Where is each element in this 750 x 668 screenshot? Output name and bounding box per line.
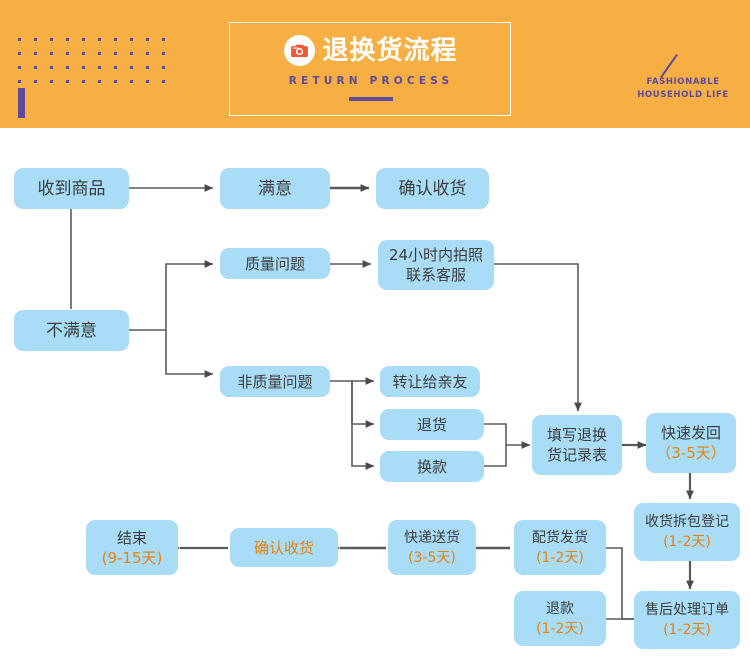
node-end-days: (9-15天) — [101, 548, 163, 567]
node-confirm-receipt-bottom-label: 确认收货 — [253, 538, 314, 557]
title-underline — [349, 97, 393, 101]
page-header: 退换货流程 RETURN PROCESS FASHIONABLE HOUSEHO… — [0, 0, 750, 128]
node-fast-send-back-days: （3-5天） — [656, 444, 726, 462]
camera-icon — [284, 35, 316, 66]
decorative-dot-grid — [18, 38, 178, 94]
return-process-flowchart: 收到商品 满意 确认收货 不满意 质量问题 24小时内拍照 联系客服 非质量问题… — [0, 128, 750, 668]
node-unpack-register-label: 收货拆包登记 — [645, 514, 729, 530]
node-received[interactable]: 收到商品 — [14, 168, 129, 209]
node-exchange[interactable]: 换款 — [380, 451, 484, 482]
page-subtitle: RETURN PROCESS — [288, 75, 454, 87]
title-row: 退换货流程 — [230, 35, 512, 66]
node-quality-issue-label: 质量问题 — [244, 254, 305, 273]
page-title: 退换货流程 — [322, 35, 458, 66]
node-received-label: 收到商品 — [37, 178, 106, 199]
node-quality-issue[interactable]: 质量问题 — [220, 248, 330, 279]
decorative-purple-bar — [18, 88, 25, 118]
node-satisfied[interactable]: 满意 — [220, 168, 330, 209]
node-end-label: 结束 — [116, 528, 147, 547]
node-photo-contact-service-line-2: 联系客服 — [405, 266, 466, 284]
brand-tagline: FASHIONABLE HOUSEHOLD LIFE — [618, 76, 748, 102]
node-confirm-receipt-top-label: 确认收货 — [398, 178, 467, 199]
tagline-line-2: HOUSEHOLD LIFE — [637, 90, 729, 100]
node-dispatch-shipment[interactable]: 配货发货 (1-2天) — [514, 520, 606, 575]
node-exchange-label: 换款 — [416, 457, 447, 476]
node-confirm-receipt-top[interactable]: 确认收货 — [376, 168, 489, 209]
node-dispatch-shipment-days: (1-2天) — [536, 549, 584, 566]
node-after-sales-order[interactable]: 售后处理订单 (1-2天) — [634, 591, 740, 649]
node-refund-days: (1-2天) — [536, 620, 584, 637]
node-non-quality-issue[interactable]: 非质量问题 — [220, 366, 330, 397]
node-end[interactable]: 结束 (9-15天) — [86, 520, 178, 575]
tagline-line-1: FASHIONABLE — [646, 77, 720, 87]
node-photo-contact-service[interactable]: 24小时内拍照 联系客服 — [378, 240, 494, 290]
node-after-sales-order-label: 售后处理订单 — [645, 602, 729, 618]
node-transfer-to-friend-label: 转让给亲友 — [392, 372, 468, 391]
node-confirm-receipt-bottom[interactable]: 确认收货 — [230, 528, 338, 567]
title-frame: 退换货流程 RETURN PROCESS — [229, 22, 511, 116]
node-fast-send-back-label: 快速发回 — [660, 424, 721, 442]
node-transfer-to-friend[interactable]: 转让给亲友 — [380, 366, 480, 397]
node-fill-record-form[interactable]: 填写退换 货记录表 — [532, 415, 622, 475]
node-unpack-register-days: (1-2天) — [663, 534, 711, 550]
node-express-delivery[interactable]: 快递送货 (3-5天) — [388, 520, 476, 575]
node-express-delivery-days: (3-5天) — [408, 549, 456, 566]
node-express-delivery-label: 快递送货 — [404, 529, 460, 546]
node-return-goods-label: 退货 — [416, 415, 447, 434]
node-fast-send-back[interactable]: 快速发回 （3-5天） — [646, 413, 736, 473]
node-photo-contact-service-line-1: 24小时内拍照 — [388, 246, 484, 264]
node-unpack-register[interactable]: 收货拆包登记 (1-2天) — [634, 503, 740, 561]
node-refund[interactable]: 退款 (1-2天) — [514, 591, 606, 646]
decorative-slash — [660, 53, 678, 79]
node-return-goods[interactable]: 退货 — [380, 409, 484, 440]
node-refund-label: 退款 — [546, 600, 574, 617]
node-unsatisfied[interactable]: 不满意 — [14, 310, 129, 351]
node-after-sales-order-days: (1-2天) — [663, 622, 711, 638]
flow-connectors — [70, 184, 694, 623]
node-fill-record-form-line-1: 填写退换 — [546, 426, 607, 444]
node-non-quality-issue-label: 非质量问题 — [237, 372, 313, 391]
node-fill-record-form-line-2: 货记录表 — [546, 446, 607, 464]
node-unsatisfied-label: 不满意 — [46, 320, 97, 341]
node-dispatch-shipment-label: 配货发货 — [532, 529, 588, 546]
node-satisfied-label: 满意 — [258, 178, 292, 199]
